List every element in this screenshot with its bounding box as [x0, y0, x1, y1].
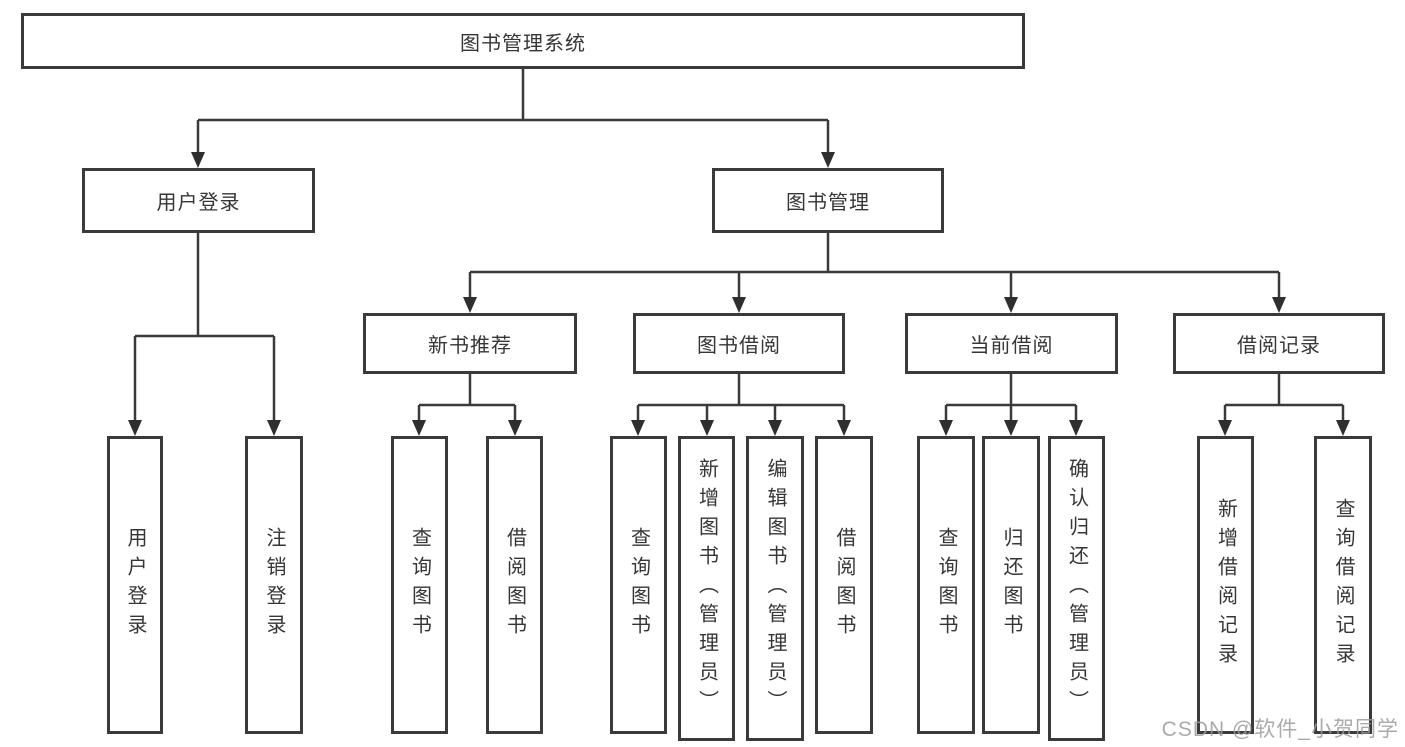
arrowhead	[700, 420, 714, 436]
leaf-borrow-query-books: 查询图书	[610, 436, 667, 734]
leaf-label: 新增借阅记录	[1214, 498, 1237, 672]
leaf-current-return-books: 归还图书	[982, 436, 1040, 734]
arrowhead	[1004, 420, 1018, 436]
leaf-label: 查询图书	[627, 527, 650, 643]
arrowhead	[939, 420, 953, 436]
leaf-label: 查询图书	[408, 527, 431, 643]
connector-user-login-to-leaves	[128, 233, 281, 436]
connector-new-book-recommend-to-leaves	[412, 374, 522, 436]
node-root: 图书管理系统	[21, 13, 1025, 69]
leaf-label: 借阅图书	[833, 527, 855, 643]
node-new-book-recommend: 新书推荐	[363, 313, 577, 374]
arrowhead	[837, 420, 851, 436]
arrowhead	[128, 420, 142, 436]
arrowhead	[508, 420, 522, 436]
connector-book-management-to-level3	[463, 233, 1286, 313]
leaf-label: 确认归还（管理员）	[1065, 458, 1088, 719]
arrowhead	[1336, 420, 1350, 436]
leaf-borrow-edit-books-admin: 编辑图书（管理员）	[746, 436, 804, 741]
watermark: CSDN @软件_小贺同学	[1161, 718, 1399, 741]
leaf-borrow-add-books-admin: 新增图书（管理员）	[678, 436, 735, 741]
leaf-current-confirm-return-admin: 确认归还（管理员）	[1048, 436, 1105, 741]
leaf-label: 新增图书（管理员）	[695, 458, 718, 719]
leaf-logout-label: 注销登录	[263, 527, 285, 643]
leaf-label: 归还图书	[1000, 527, 1022, 643]
node-book-borrow-label: 图书借阅	[697, 335, 781, 357]
leaf-logout: 注销登录	[245, 436, 303, 734]
node-book-borrow: 图书借阅	[633, 313, 845, 374]
leaf-user-login: 用户登录	[107, 436, 163, 734]
leaf-borrow-borrow-books: 借阅图书	[815, 436, 873, 734]
arrowhead	[732, 297, 746, 313]
node-user-login: 用户登录	[82, 168, 315, 233]
node-user-login-label: 用户登录	[156, 192, 241, 214]
node-current-borrow: 当前借阅	[905, 313, 1118, 374]
node-book-management: 图书管理	[712, 168, 944, 233]
connector-book-borrow-to-leaves	[631, 374, 851, 436]
leaf-recommend-borrow-books: 借阅图书	[486, 436, 543, 734]
arrowhead	[1218, 420, 1232, 436]
leaf-user-login-label: 用户登录	[124, 527, 146, 643]
leaf-label: 借阅图书	[503, 527, 526, 643]
leaf-record-add-record: 新增借阅记录	[1197, 436, 1254, 734]
arrowhead	[821, 152, 835, 168]
node-new-book-recommend-label: 新书推荐	[428, 335, 512, 357]
node-borrow-record: 借阅记录	[1173, 313, 1385, 374]
leaf-label: 编辑图书（管理员）	[764, 458, 786, 719]
leaf-recommend-query-books: 查询图书	[391, 436, 448, 734]
arrowhead	[463, 297, 477, 313]
arrowhead	[768, 420, 782, 436]
arrowhead	[631, 420, 645, 436]
leaf-label: 查询图书	[935, 527, 957, 643]
leaf-label: 查询借阅记录	[1332, 498, 1354, 672]
node-root-label: 图书管理系统	[460, 32, 586, 55]
arrowhead	[1069, 420, 1083, 436]
leaf-current-query-books: 查询图书	[917, 436, 975, 734]
node-borrow-record-label: 借阅记录	[1237, 335, 1321, 357]
connector-borrow-record-to-leaves	[1218, 374, 1350, 436]
leaf-record-query-record: 查询借阅记录	[1314, 436, 1372, 734]
arrowhead	[1272, 297, 1286, 313]
connector-current-borrow-to-leaves	[939, 374, 1083, 436]
arrowhead	[1004, 297, 1018, 313]
node-current-borrow-label: 当前借阅	[969, 335, 1054, 357]
arrowhead	[412, 420, 426, 436]
arrowhead	[191, 152, 205, 168]
node-book-management-label: 图书管理	[786, 192, 870, 214]
arrowhead	[267, 420, 281, 436]
